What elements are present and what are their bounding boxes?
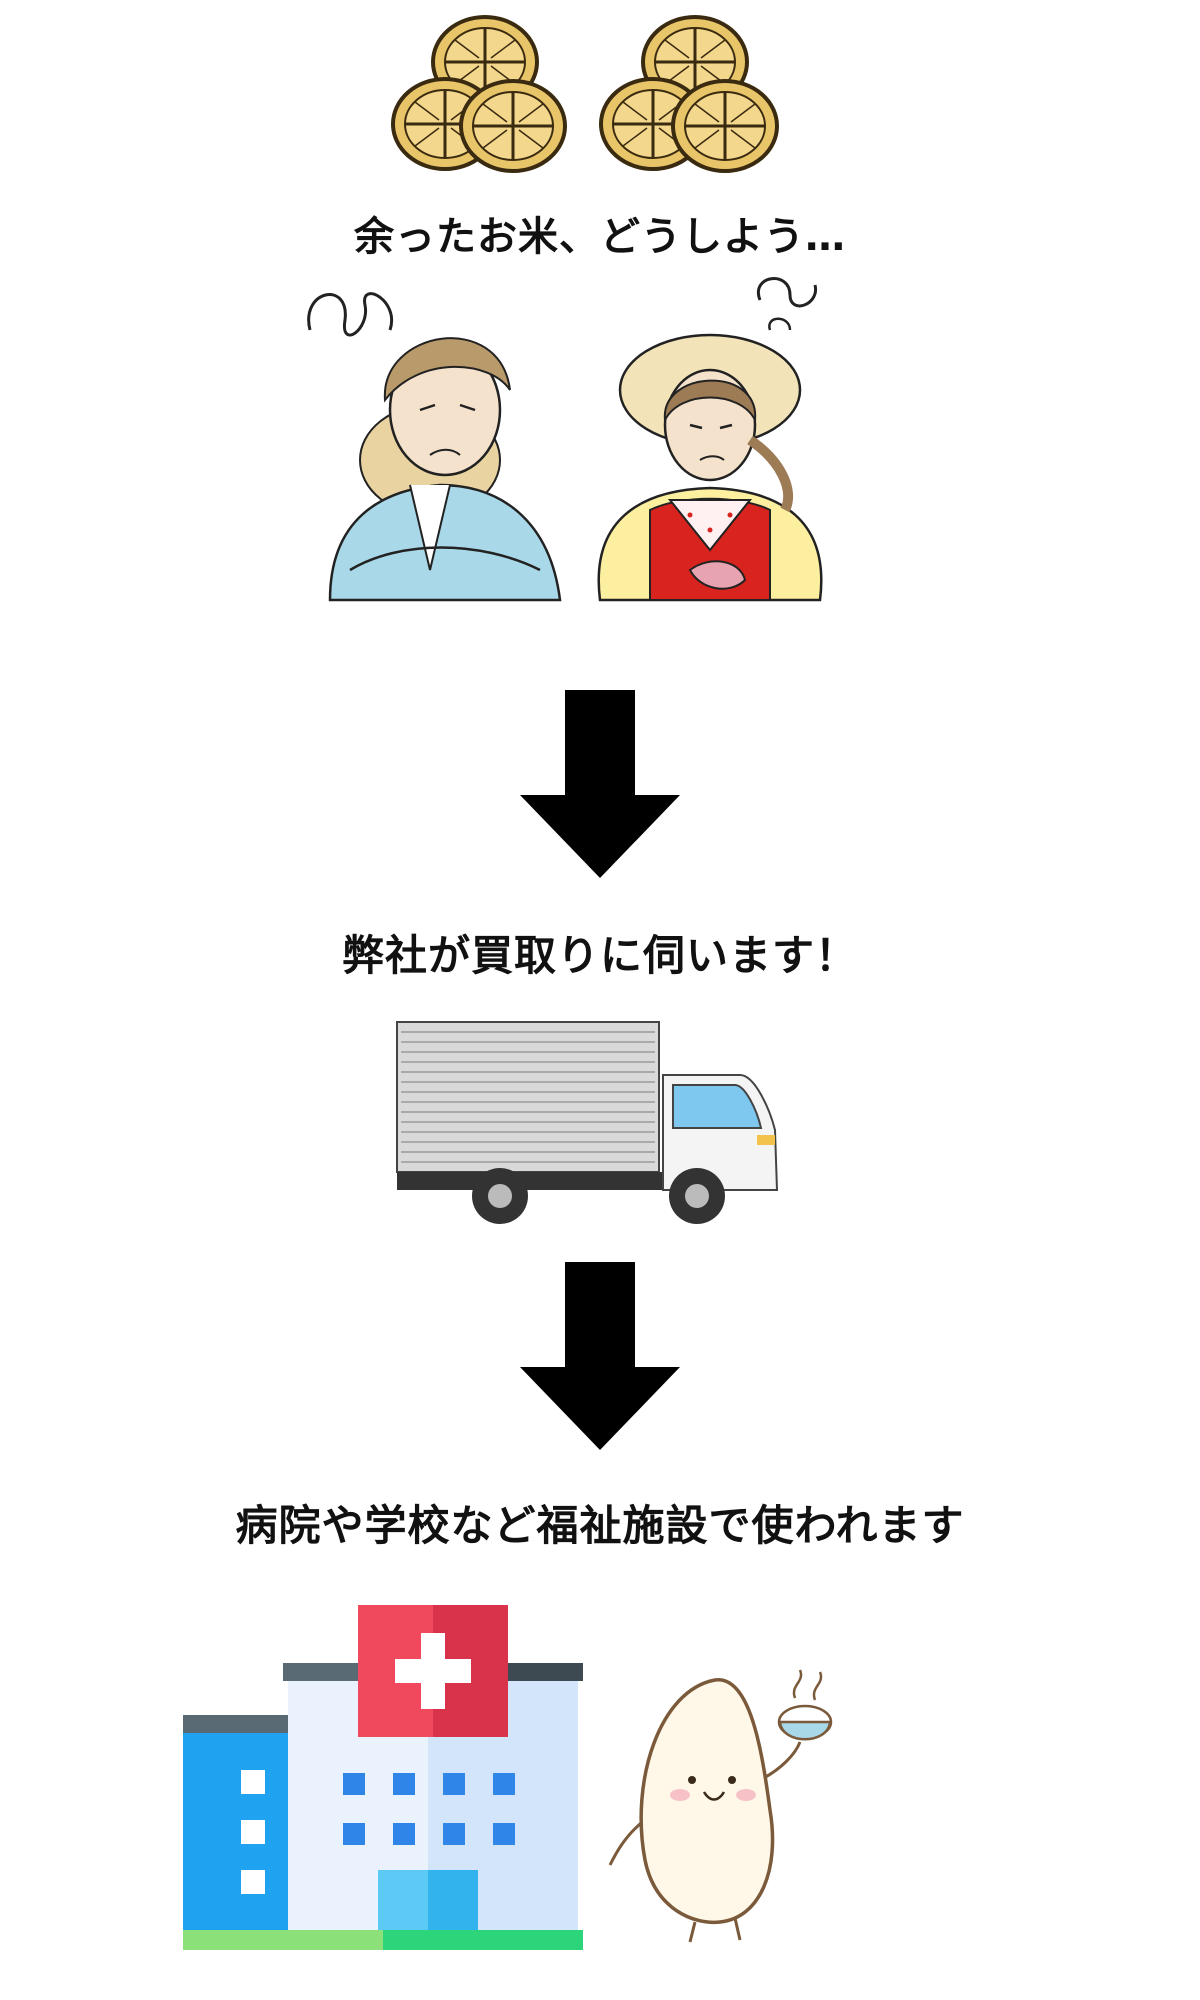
caption-step2: 弊社が買取りに伺います！: [341, 931, 858, 980]
hospital-building-icon: [183, 1605, 583, 1950]
down-arrow-icon: [520, 690, 680, 878]
caption-step1: 余ったお米、どうしよう…: [354, 214, 846, 260]
rice-bale-stacks: [385, 14, 815, 174]
worried-farmers: [290, 270, 910, 610]
rice-bale-stack-icon: [391, 15, 779, 173]
worried-farmers-illustration: [307, 277, 823, 602]
down-arrow-2: [515, 1262, 685, 1452]
rice-mascot: [600, 1660, 860, 1950]
rice-grain-mascot-icon: [608, 1669, 833, 1943]
delivery-truck: [395, 1020, 795, 1230]
down-arrow-1: [515, 690, 685, 880]
delivery-truck-icon: [396, 1021, 779, 1224]
caption-step3: 病院や学校など福祉施設で使われます: [235, 1501, 965, 1550]
hospital-building: [183, 1605, 583, 1950]
down-arrow-icon: [520, 1262, 680, 1450]
